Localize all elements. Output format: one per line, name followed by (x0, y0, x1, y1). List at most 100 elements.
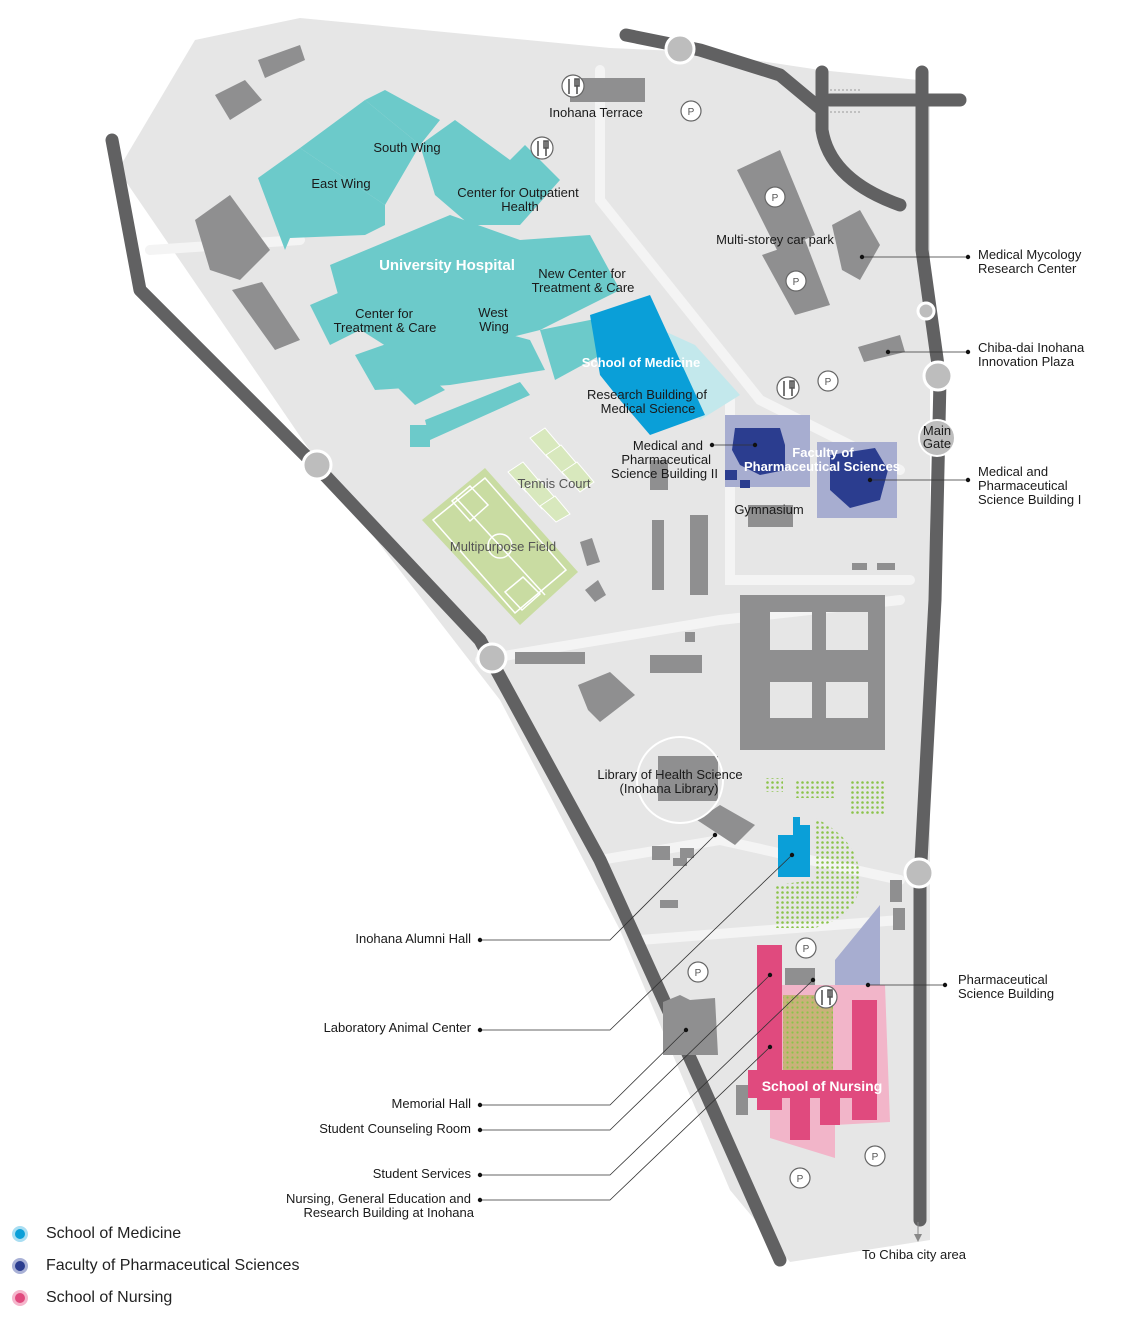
label-inohana-terrace: Inohana Terrace (549, 105, 643, 120)
label-multipurpose-field: Multipurpose Field (450, 539, 556, 554)
label-research-building: Research Building of (587, 387, 707, 402)
roundabout (903, 857, 935, 889)
roundabout (916, 301, 936, 321)
legend-item-pharma: Faculty of Pharmaceutical Sciences (12, 1250, 299, 1282)
roundabouts (301, 33, 954, 889)
label-outpatient: Center for Outpatient (457, 185, 579, 200)
large-research-building (740, 595, 885, 750)
school-of-medicine-building (590, 295, 705, 435)
tennis-courts (507, 427, 595, 523)
legend-item-medicine: School of Medicine (12, 1218, 299, 1250)
green-area (850, 780, 885, 814)
label-center-treatment: Center for (355, 306, 413, 321)
legend-label: School of Medicine (46, 1225, 182, 1242)
green-area (765, 778, 783, 792)
school-of-nursing-buildings (748, 945, 877, 1140)
pharma-building-i (830, 448, 888, 508)
svg-text:P: P (872, 1152, 879, 1163)
roads (105, 28, 967, 1267)
parking-icon: P (687, 961, 709, 983)
label-tennis-court: Tennis Court (518, 476, 591, 491)
library-circle (636, 736, 724, 824)
east-main-road (913, 65, 947, 1227)
label-faculty-pharma: Faculty of (792, 445, 854, 460)
restaurant-icon (814, 985, 838, 1009)
north-curve-road (815, 65, 907, 212)
label-outpatient: Health (501, 199, 539, 214)
label-mycology: Medical Mycology (978, 247, 1082, 262)
parking-icon: P (864, 1145, 886, 1167)
pharma-light-area (835, 905, 880, 1000)
parking-icon: P (764, 186, 786, 208)
label-lab-animal: Laboratory Animal Center (324, 1020, 472, 1035)
restaurant-icon (561, 74, 585, 98)
green-garden (775, 818, 860, 928)
label-gymnasium: Gymnasium (734, 502, 803, 517)
svg-text:P: P (688, 107, 695, 118)
roundabout (476, 642, 508, 674)
label-multi-storey: Multi-storey car park (716, 232, 834, 247)
label-pharma-bldg-ii: Medical and (633, 438, 703, 453)
legend-item-nursing: School of Nursing (12, 1282, 299, 1314)
medicine-annex-building (778, 817, 810, 877)
svg-text:P: P (772, 193, 779, 204)
label-west-wing: West (478, 305, 508, 320)
leader-dots (477, 254, 971, 1203)
parking-icons: P P P P P P P P (680, 100, 886, 1189)
label-counseling: Student Counseling Room (319, 1121, 471, 1136)
label-east-wing: East Wing (311, 176, 370, 191)
label-to-chiba: To Chiba city area (862, 1247, 967, 1262)
label-center-treatment: Treatment & Care (334, 320, 437, 335)
parking-icon: P (789, 1167, 811, 1189)
pharma-building-ii (732, 428, 785, 475)
label-alumni-hall: Inohana Alumni Hall (355, 931, 471, 946)
svg-text:P: P (797, 1174, 804, 1185)
restaurant-icon (530, 136, 554, 160)
parking-icon: P (817, 370, 839, 392)
svg-text:P: P (803, 944, 810, 955)
restaurant-icons (530, 74, 838, 1009)
restaurant-icon (776, 376, 800, 400)
label-library: (Inohana Library) (620, 781, 719, 796)
label-pharma-bldg-i: Science Building I (978, 492, 1081, 507)
label-innovation-plaza: Innovation Plaza (978, 354, 1075, 369)
legend-label: Faculty of Pharmaceutical Sciences (46, 1257, 300, 1274)
label-pharma-bldg-i: Pharmaceutical (978, 478, 1068, 493)
svg-text:P: P (695, 968, 702, 979)
campus-ground (118, 18, 930, 1262)
label-memorial-hall: Memorial Hall (392, 1096, 472, 1111)
label-mycology: Research Center (978, 261, 1077, 276)
roundabout (301, 449, 333, 481)
legend-dot-medicine (12, 1226, 28, 1242)
label-innovation-plaza: Chiba-dai Inohana (978, 340, 1085, 355)
university-hospital-complex (258, 90, 620, 447)
label-west-wing: Wing (479, 319, 509, 334)
label-pharma-bldg-i: Medical and (978, 464, 1048, 479)
north-road (619, 28, 829, 117)
label-university-hospital: University Hospital (379, 257, 515, 274)
label-pharma-science-bldg: Science Building (958, 986, 1054, 1001)
label-school-of-nursing: School of Nursing (762, 1078, 883, 1094)
label-faculty-pharma: Pharmaceutical Sciences (744, 459, 900, 474)
label-pharma-bldg-ii: Pharmaceutical (621, 452, 711, 467)
pharma-building-ii-part (725, 470, 737, 480)
label-new-center: Treatment & Care (532, 280, 635, 295)
pharma-building-ii-part (740, 480, 750, 488)
label-nursing-bldg: Research Building at Inohana (303, 1205, 474, 1220)
legend-dot-nursing (12, 1290, 28, 1306)
green-area (795, 780, 835, 798)
arrow-head-icon (914, 1234, 922, 1242)
svg-text:P: P (793, 277, 800, 288)
label-pharma-bldg-ii: Science Building II (611, 466, 718, 481)
svg-text:P: P (825, 377, 832, 388)
label-school-of-medicine: School of Medicine (582, 355, 700, 370)
label-research-building: Medical Science (601, 401, 696, 416)
label-library: Library of Health Science (597, 767, 742, 782)
main-gate-marker[interactable] (918, 419, 956, 457)
roundabout (922, 360, 954, 392)
leader-lines (482, 256, 968, 1201)
parking-icon: P (795, 937, 817, 959)
legend-dot-pharma (12, 1258, 28, 1274)
parking-icon: P (680, 100, 702, 122)
